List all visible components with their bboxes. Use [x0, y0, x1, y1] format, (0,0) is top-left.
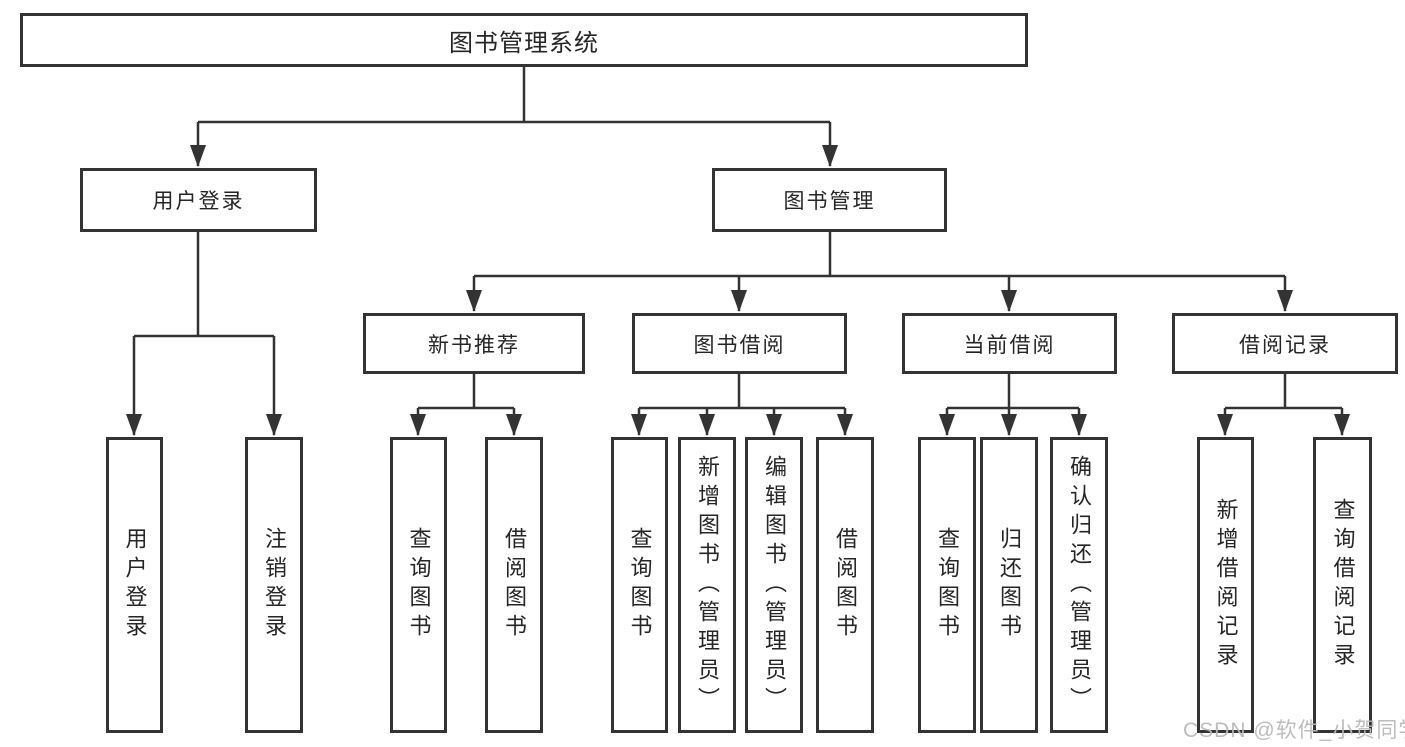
node-new-book-recommend-label: 新书推荐: [428, 333, 520, 357]
leaf-borrow-books-recommend-label: 借阅图书: [502, 527, 527, 643]
leaf-query-books-borrow-label: 查询图书: [627, 527, 653, 643]
node-book-management: 图书管理: [712, 168, 947, 232]
node-current-borrow-label: 当前借阅: [963, 333, 1056, 357]
node-book-management-label: 图书管理: [783, 190, 876, 213]
leaf-return-books: 归还图书: [980, 437, 1038, 733]
leaf-user-login-label: 用户登录: [122, 527, 148, 643]
leaf-confirm-return-admin-label: 确认归还（管理员）: [1067, 454, 1092, 716]
leaf-query-books-borrow: 查询图书: [611, 437, 668, 733]
leaf-logout-label: 注销登录: [262, 527, 287, 643]
leaf-query-books-current: 查询图书: [918, 437, 976, 733]
leaf-borrow-books-recommend: 借阅图书: [485, 437, 543, 733]
node-new-book-recommend: 新书推荐: [363, 313, 585, 374]
node-user-login-label: 用户登录: [152, 190, 245, 213]
leaf-return-books-label: 归还图书: [997, 527, 1022, 643]
leaf-query-books-recommend: 查询图书: [390, 437, 447, 733]
node-current-borrow: 当前借阅: [902, 313, 1117, 374]
leaf-query-books-current-label: 查询图书: [935, 527, 960, 643]
node-book-borrow: 图书借阅: [632, 313, 847, 374]
node-user-login: 用户登录: [80, 168, 317, 232]
leaf-query-books-recommend-label: 查询图书: [406, 527, 432, 643]
leaf-add-book-admin-label: 新增图书（管理员）: [695, 454, 720, 716]
leaf-logout: 注销登录: [245, 437, 303, 733]
leaf-query-borrow-record: 查询借阅记录: [1313, 437, 1372, 733]
leaf-edit-book-admin-label: 编辑图书（管理员）: [762, 454, 787, 716]
leaf-add-borrow-record-label: 新增借阅记录: [1213, 498, 1239, 672]
leaf-borrow-books-label: 借阅图书: [833, 527, 858, 643]
leaf-borrow-books: 借阅图书: [816, 437, 874, 733]
node-root-label: 图书管理系统: [449, 29, 599, 57]
leaf-add-book-admin: 新增图书（管理员）: [678, 437, 736, 733]
csdn-watermark: CSDN @软件_小贺同学: [1183, 719, 1405, 742]
node-root: 图书管理系统: [20, 13, 1028, 67]
node-book-borrow-label: 图书借阅: [693, 333, 786, 357]
leaf-user-login: 用户登录: [106, 437, 163, 733]
leaf-edit-book-admin: 编辑图书（管理员）: [745, 437, 803, 733]
leaf-query-borrow-record-label: 查询借阅记录: [1330, 498, 1356, 672]
node-borrow-records: 借阅记录: [1172, 313, 1398, 374]
leaf-add-borrow-record: 新增借阅记录: [1197, 437, 1254, 733]
node-borrow-records-label: 借阅记录: [1239, 333, 1331, 357]
leaf-confirm-return-admin: 确认归还（管理员）: [1050, 437, 1108, 733]
